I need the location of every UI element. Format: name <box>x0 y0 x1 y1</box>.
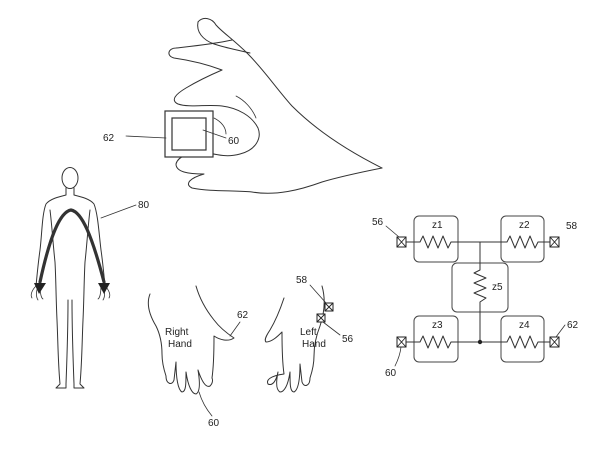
leader-56-hand <box>322 321 341 336</box>
leader-62-circuit <box>555 324 566 338</box>
handheld-device <box>164 110 214 158</box>
circuit-junction <box>477 339 483 345</box>
impedance-z5: z5 <box>451 262 509 313</box>
leader-80 <box>100 204 137 219</box>
impedance-z2: z2 <box>500 215 545 263</box>
ref-60-bottom: 60 <box>208 418 220 429</box>
arrowhead-right <box>98 283 110 294</box>
label-z3: z3 <box>432 320 443 331</box>
hand-outline <box>197 17 383 169</box>
leader-60-bottom <box>198 391 213 417</box>
impedance-circuit: z1 z2 z5 z3 z4 <box>372 215 579 379</box>
left-hand-label-1: Left <box>300 327 317 338</box>
device-electrode <box>171 117 207 151</box>
leader-60-top <box>202 129 227 139</box>
ref-56-hand: 56 <box>342 334 354 345</box>
right-hand-drawing: Right Hand <box>147 285 235 395</box>
human-body <box>30 167 111 389</box>
arrowhead-left <box>34 283 46 294</box>
label-z4: z4 <box>519 320 530 331</box>
label-z2: z2 <box>519 220 530 231</box>
lower-fingers <box>175 151 383 194</box>
ref-56-circuit: 56 <box>372 217 384 228</box>
electrode-58-on-hand <box>324 302 334 312</box>
body-outline <box>35 187 106 389</box>
terminal-56 <box>396 236 407 248</box>
hand-holding-device <box>168 17 383 194</box>
right-hand-outline <box>147 285 235 395</box>
label-z5: z5 <box>492 282 503 293</box>
right-hand-label-2: Hand <box>168 339 192 350</box>
ref-60-circuit: 60 <box>385 368 397 379</box>
ref-58-hand: 58 <box>296 275 308 286</box>
terminal-62 <box>549 336 560 348</box>
current-path-arrow <box>38 208 106 284</box>
index-finger <box>168 21 251 71</box>
ref-62-circuit: 62 <box>567 320 579 331</box>
thumb <box>173 69 260 157</box>
left-hand-outline <box>264 285 325 393</box>
left-hand-label-2: Hand <box>302 339 326 350</box>
leader-60-circuit <box>394 346 402 367</box>
head <box>61 167 79 189</box>
label-z1: z1 <box>432 220 443 231</box>
ref-58-circuit: 58 <box>566 221 578 232</box>
terminal-60 <box>396 336 407 348</box>
impedance-z3: z3 <box>413 315 459 363</box>
leader-56-circuit <box>385 225 400 238</box>
right-hand-label-1: Right <box>165 327 189 338</box>
leader-62-top <box>125 135 167 139</box>
ref-62-right: 62 <box>237 310 249 321</box>
terminal-58 <box>549 236 560 248</box>
impedance-z4: z4 <box>500 315 545 363</box>
knuckle-line <box>213 95 257 135</box>
impedance-z1: z1 <box>413 215 459 263</box>
ref-62-top: 62 <box>103 133 115 144</box>
ref-60-top: 60 <box>228 136 240 147</box>
ref-80: 80 <box>138 200 150 211</box>
leader-58-hand <box>309 284 327 304</box>
left-hand-drawing: Left Hand <box>264 285 334 393</box>
leader-62-right <box>229 321 241 337</box>
electrode-56-on-hand <box>316 313 326 323</box>
